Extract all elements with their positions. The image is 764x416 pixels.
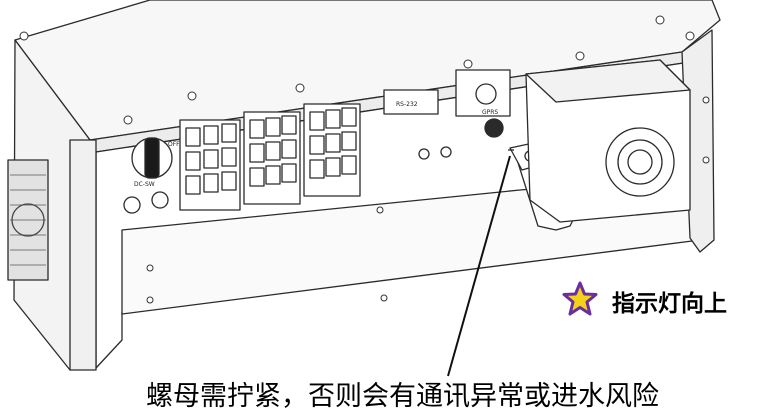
gprs-label: GPRS <box>482 109 498 116</box>
dc-switch-label: DC-SW <box>134 181 155 188</box>
rs232-label: RS-232 <box>396 101 418 108</box>
rs232-port <box>383 89 439 115</box>
ac-junction-box <box>525 59 691 223</box>
indicator-note: 指示灯向上 <box>612 291 727 317</box>
off-label: OFF <box>168 141 180 148</box>
left-post <box>69 139 97 371</box>
cable-gland-1 <box>123 196 141 214</box>
pv-connector-block-2 <box>243 111 301 205</box>
dc-switch <box>131 137 173 179</box>
pv-connector-block-3 <box>303 103 361 197</box>
pv-connector-block-1 <box>179 119 241 211</box>
gprs-port <box>484 118 504 138</box>
leader-line <box>447 155 511 377</box>
warning-note: 螺母需拧紧，否则会有通讯异常或进水风险 <box>146 381 659 412</box>
star-icon <box>562 281 598 317</box>
cable-gland-2 <box>151 191 169 209</box>
